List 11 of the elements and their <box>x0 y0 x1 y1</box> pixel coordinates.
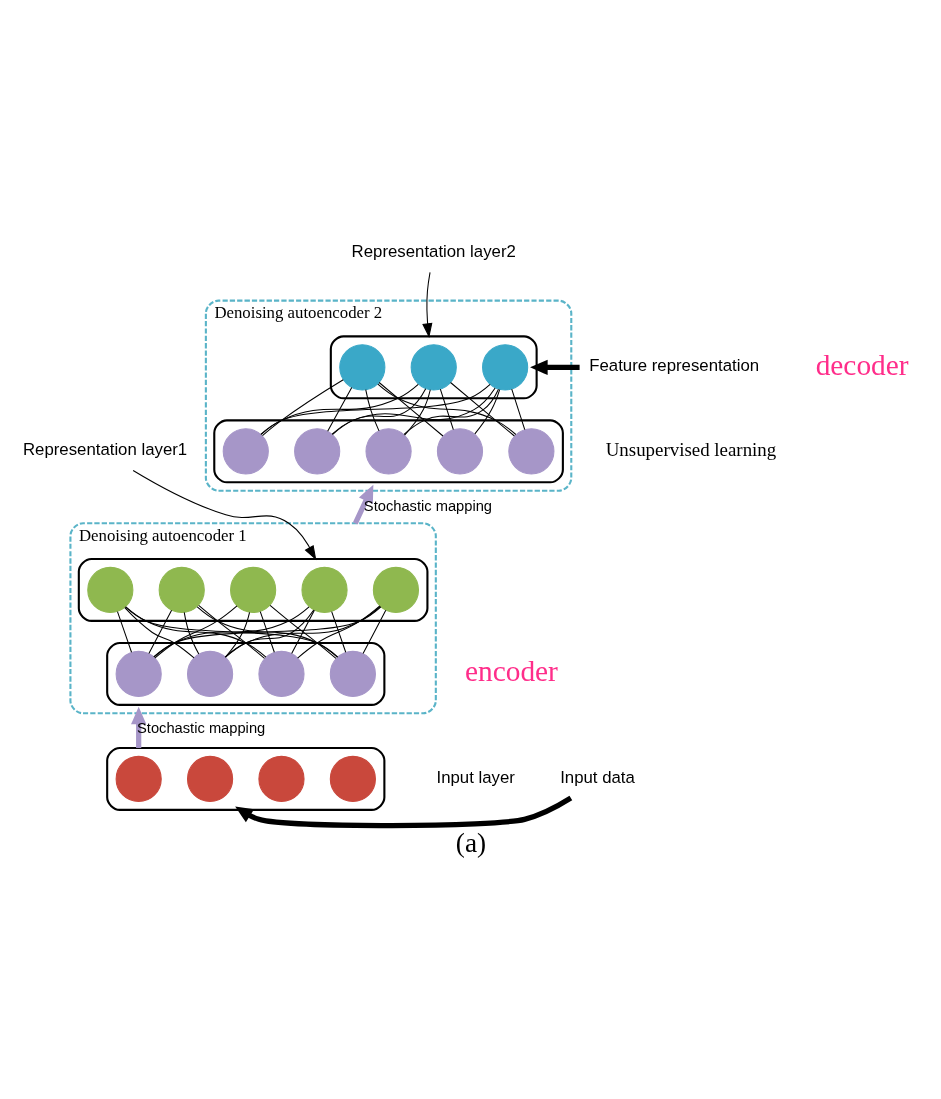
node-text: Feature representation <box>588 356 759 376</box>
label: Unsupervised learning <box>605 438 776 460</box>
caption: (a) <box>455 827 486 858</box>
edge-label: Stochastic mapping <box>363 497 492 514</box>
node-text: Input data <box>559 767 635 787</box>
label: decoder <box>815 348 909 381</box>
edge-label: Stochastic mapping <box>136 720 265 737</box>
node-text: Representation layer2 <box>351 242 516 262</box>
label: encoder <box>464 655 558 688</box>
node-label: Input layer <box>436 767 515 787</box>
node-text: Representation layer1 <box>22 440 187 460</box>
